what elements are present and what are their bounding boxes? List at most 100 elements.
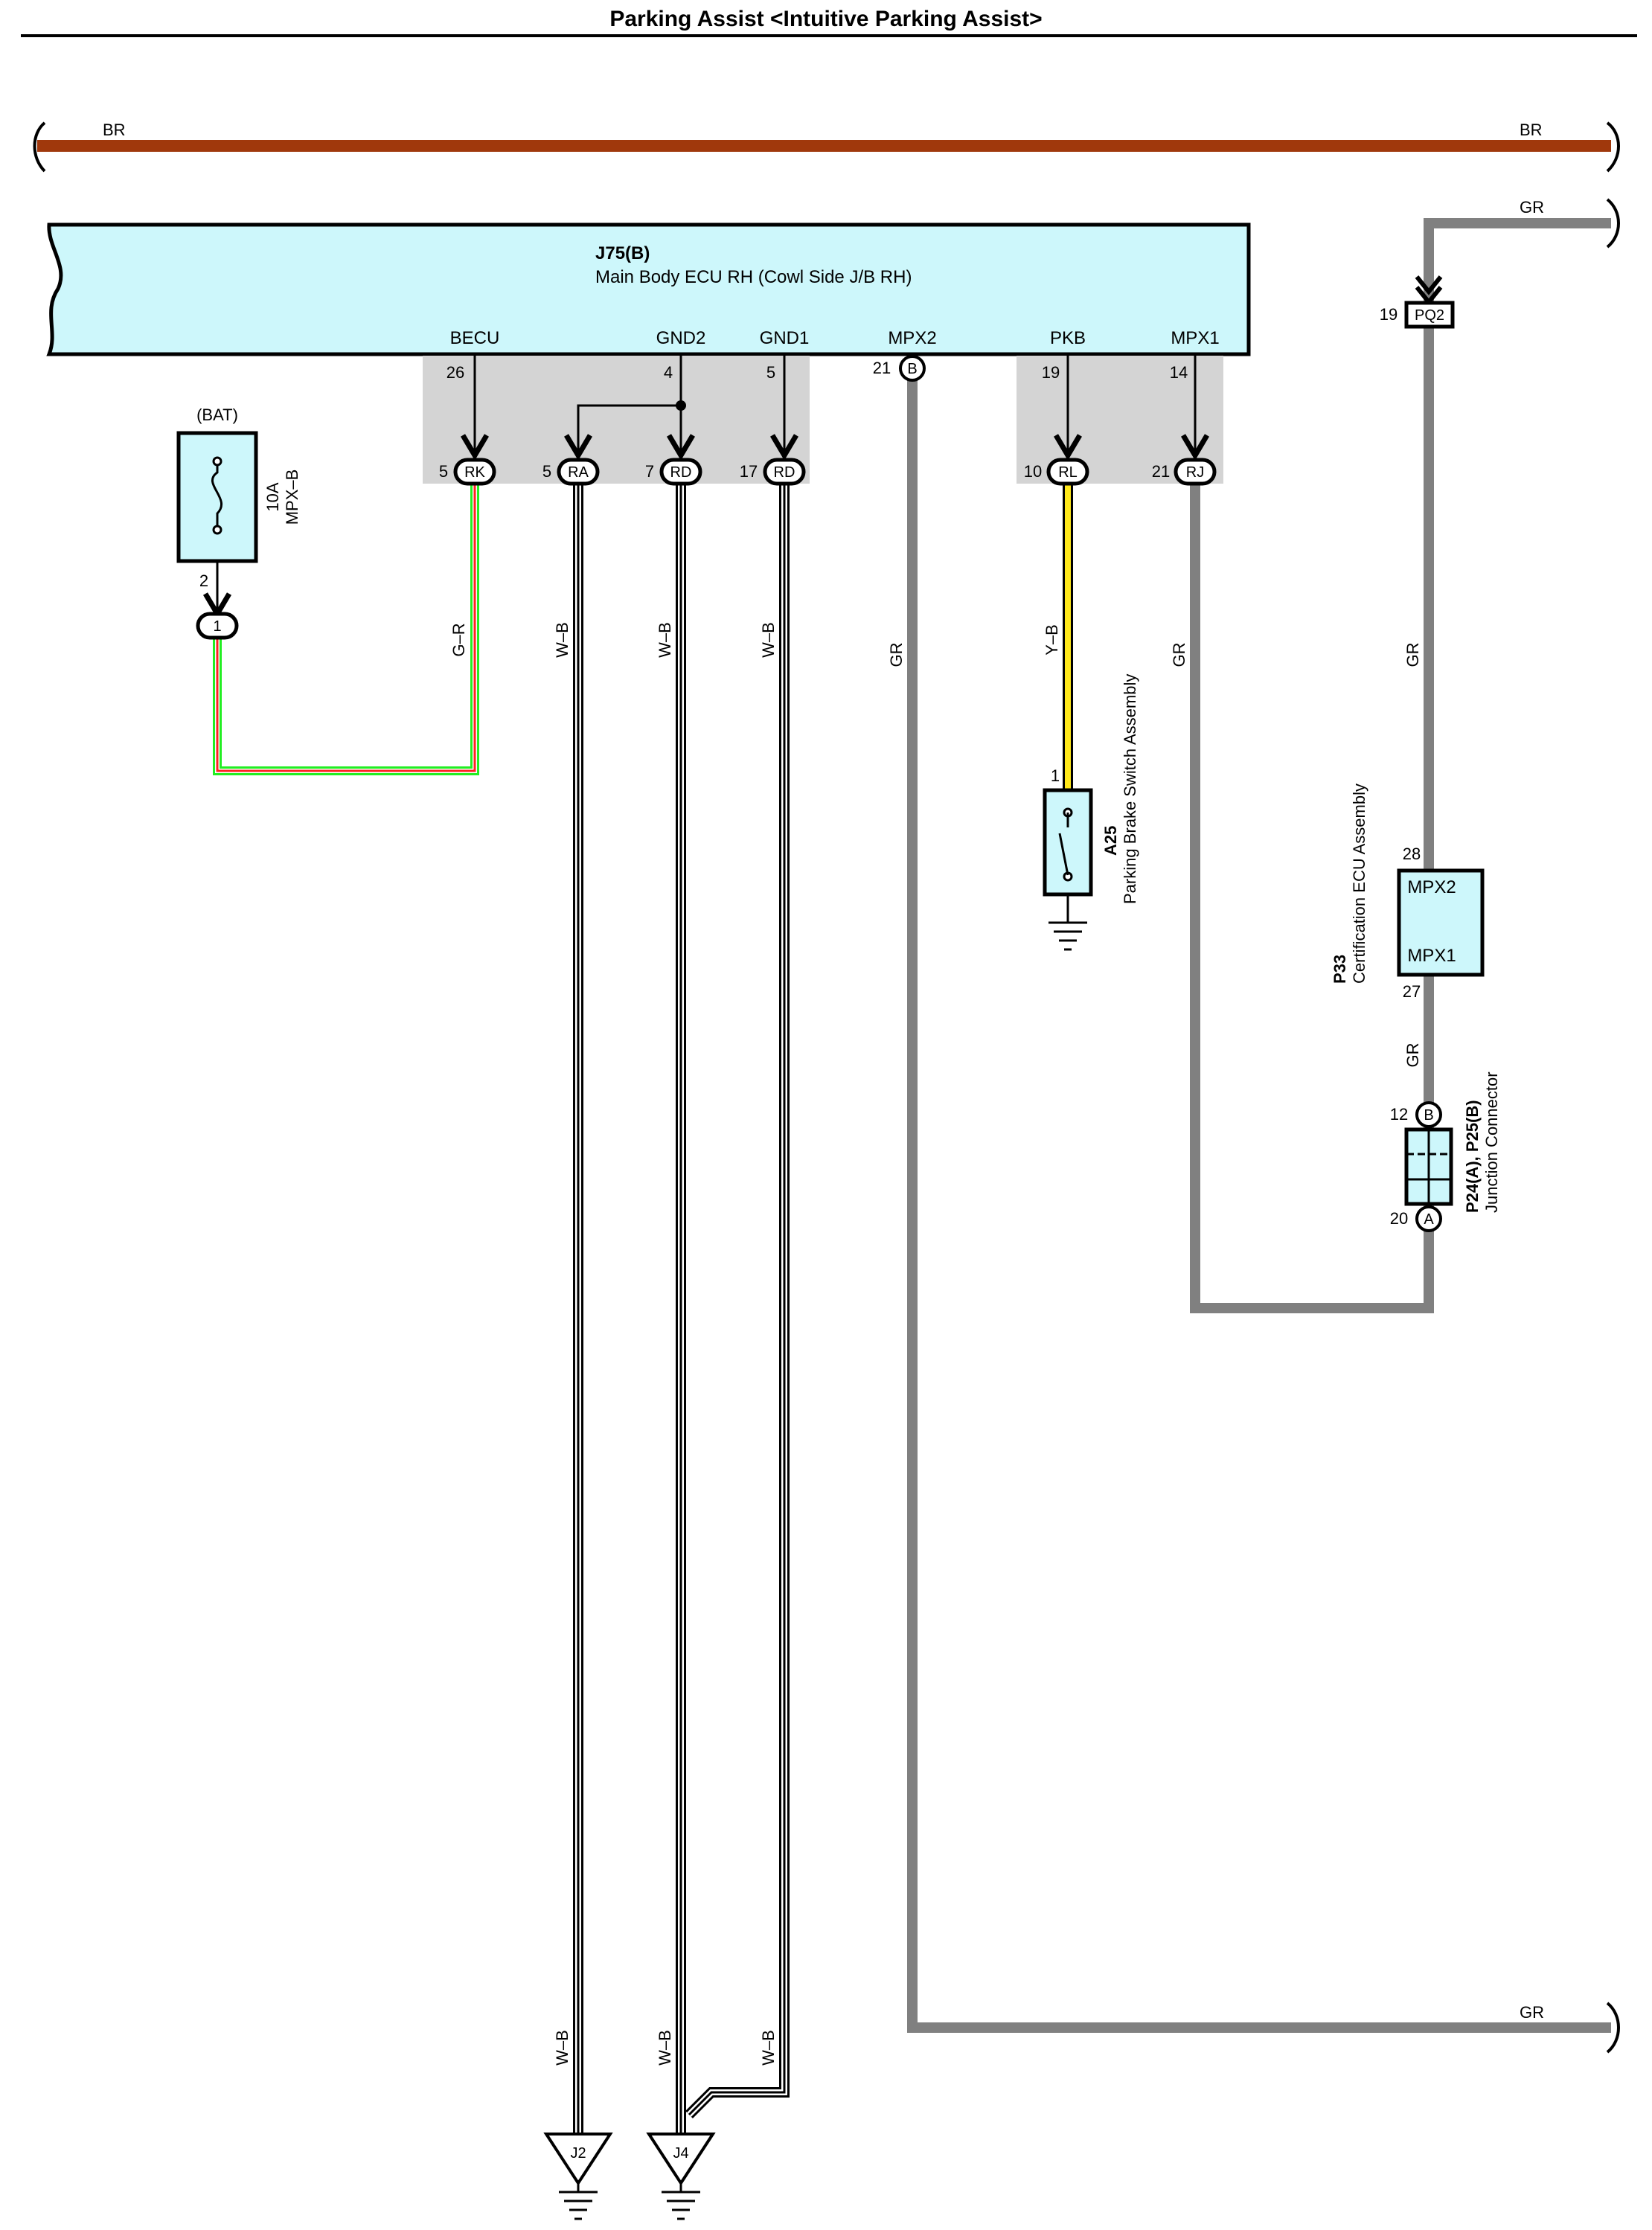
jc-connector-b-circle [1415,1101,1442,1128]
svg-text:J2: J2 [570,2145,586,2162]
connector-pq2: PQ2 [1404,301,1455,329]
terminal-gnd1: GND1 [760,328,810,348]
wire-label-w-b: W–B [553,2030,572,2066]
connector-rl: RL [1046,458,1089,486]
svg-text:RK: RK [464,464,485,481]
terminal-mpx1: MPX1 [1171,328,1219,348]
ecu-name: Main Body ECU RH (Cowl Side J/B RH) [595,267,912,287]
arrow-rk [460,434,490,461]
fuse-rating: 10A [263,482,282,511]
switch-pin: 1 [1051,766,1060,785]
connector-b-label: B [907,361,917,377]
jc-connector-a-circle [1415,1205,1442,1232]
w-b-wire-rd17 [685,484,790,2118]
wire-label-g-r: G–R [449,623,468,656]
fuse-box [176,431,258,563]
svg-text:1: 1 [213,618,221,635]
ground-j2: J2 [543,2133,613,2220]
terminal-pkb: PKB [1050,328,1086,348]
wire-label-gr: GR [1520,198,1544,217]
wire-label-br: BR [103,121,126,139]
main-body-ecu-box [46,222,1251,356]
pin-26: 26 [446,363,464,382]
svg-text:RA: RA [568,464,589,481]
wire-label-w-b: W–B [759,622,778,658]
pin-5: 5 [766,363,775,382]
pin-14: 14 [1170,363,1188,382]
wire-break-mark [1606,121,1620,173]
gr-wire-mpx1 [1190,218,1611,1313]
wire-label-gr: GR [1403,1043,1422,1068]
ground-j4: J4 [646,2133,716,2220]
gr-wire-mpx2 [907,371,1611,2033]
connector-rd-7: RD [659,458,702,486]
svg-text:J4: J4 [673,2145,688,2162]
pin-19: 19 [1042,363,1060,382]
connector-rd-17: RD [763,458,806,486]
svg-text:RL: RL [1058,464,1078,481]
cert-pin-27: 27 [1403,982,1421,1001]
wire-label-y-b: Y–B [1043,624,1061,656]
pin-rl: 10 [1024,462,1042,481]
cert-term-mpx1: MPX1 [1407,946,1456,966]
wire-label-gr: GR [887,643,906,667]
svg-text:RJ: RJ [1186,464,1204,481]
wire-label-w-b: W–B [656,2030,674,2066]
wire-label-gr: GR [1170,643,1188,667]
jc-connector-b: B [1424,1107,1433,1124]
arrow-rj [1180,434,1210,461]
connector-ra: RA [557,458,600,486]
cert-ecu-name: Certification ECU Assembly [1350,784,1368,984]
fuse-terminal [212,456,222,467]
pin-rk: 5 [439,462,448,481]
wire-break-mark [1606,2002,1620,2054]
fuse-name: MPX–B [283,470,301,525]
cert-pin-28: 28 [1403,845,1421,863]
switch-blade [1058,833,1069,876]
pin-4: 4 [664,363,673,382]
page-title: Parking Assist <Intuitive Parking Assist… [609,7,1042,31]
fuse-terminal [212,525,222,535]
arrow-rd7 [666,434,696,461]
switch-code: A25 [1101,826,1120,856]
wire-label-w-b: W–B [553,622,572,658]
arrow-ra [563,434,593,461]
pin-rd-7: 7 [645,462,654,481]
wire-label-w-b: W–B [656,622,674,658]
arrow-rl [1053,434,1083,461]
fuse-symbol [211,460,223,530]
fuse-source: (BAT) [196,406,238,424]
wire-label-w-b: W–B [759,2030,778,2066]
certification-ecu-box [1397,868,1485,977]
splice-dot [676,400,686,411]
switch-name: Parking Brake Switch Assembly [1121,674,1139,904]
jc-pin-12: 12 [1390,1105,1408,1124]
jc-pin-20: 20 [1390,1209,1408,1228]
pin-rd-17: 17 [740,462,758,481]
terminal-gnd2: GND2 [656,328,706,348]
ground-icon [1048,921,1087,951]
jc-name: Junction Connector [1482,1071,1501,1213]
pin-ra: 5 [542,462,551,481]
jc-code: P24(A), P25(B) [1463,1100,1482,1213]
svg-text:RD: RD [774,464,795,481]
connector-rk: RK [453,458,496,486]
wire-label-gr: GR [1403,643,1422,667]
svg-text:RD: RD [670,464,692,481]
cert-term-mpx2: MPX2 [1407,877,1456,897]
fuse-connector: 1 [196,612,239,640]
connector-rj: RJ [1174,458,1217,486]
ecu-code: J75(B) [595,243,650,263]
wire-label-br: BR [1520,121,1543,139]
svg-text:PQ2: PQ2 [1415,307,1444,324]
wire-break-mark [1606,198,1620,249]
ecu-stubs [473,354,1197,461]
pin-pq2: 19 [1380,305,1398,324]
arrow-rd17 [769,434,799,461]
fuse-pin: 2 [199,571,208,590]
wire-break-mark [33,121,46,173]
connector-b-circle [899,355,926,382]
jc-connector-a: A [1424,1211,1434,1228]
pin-rj: 21 [1152,462,1170,481]
